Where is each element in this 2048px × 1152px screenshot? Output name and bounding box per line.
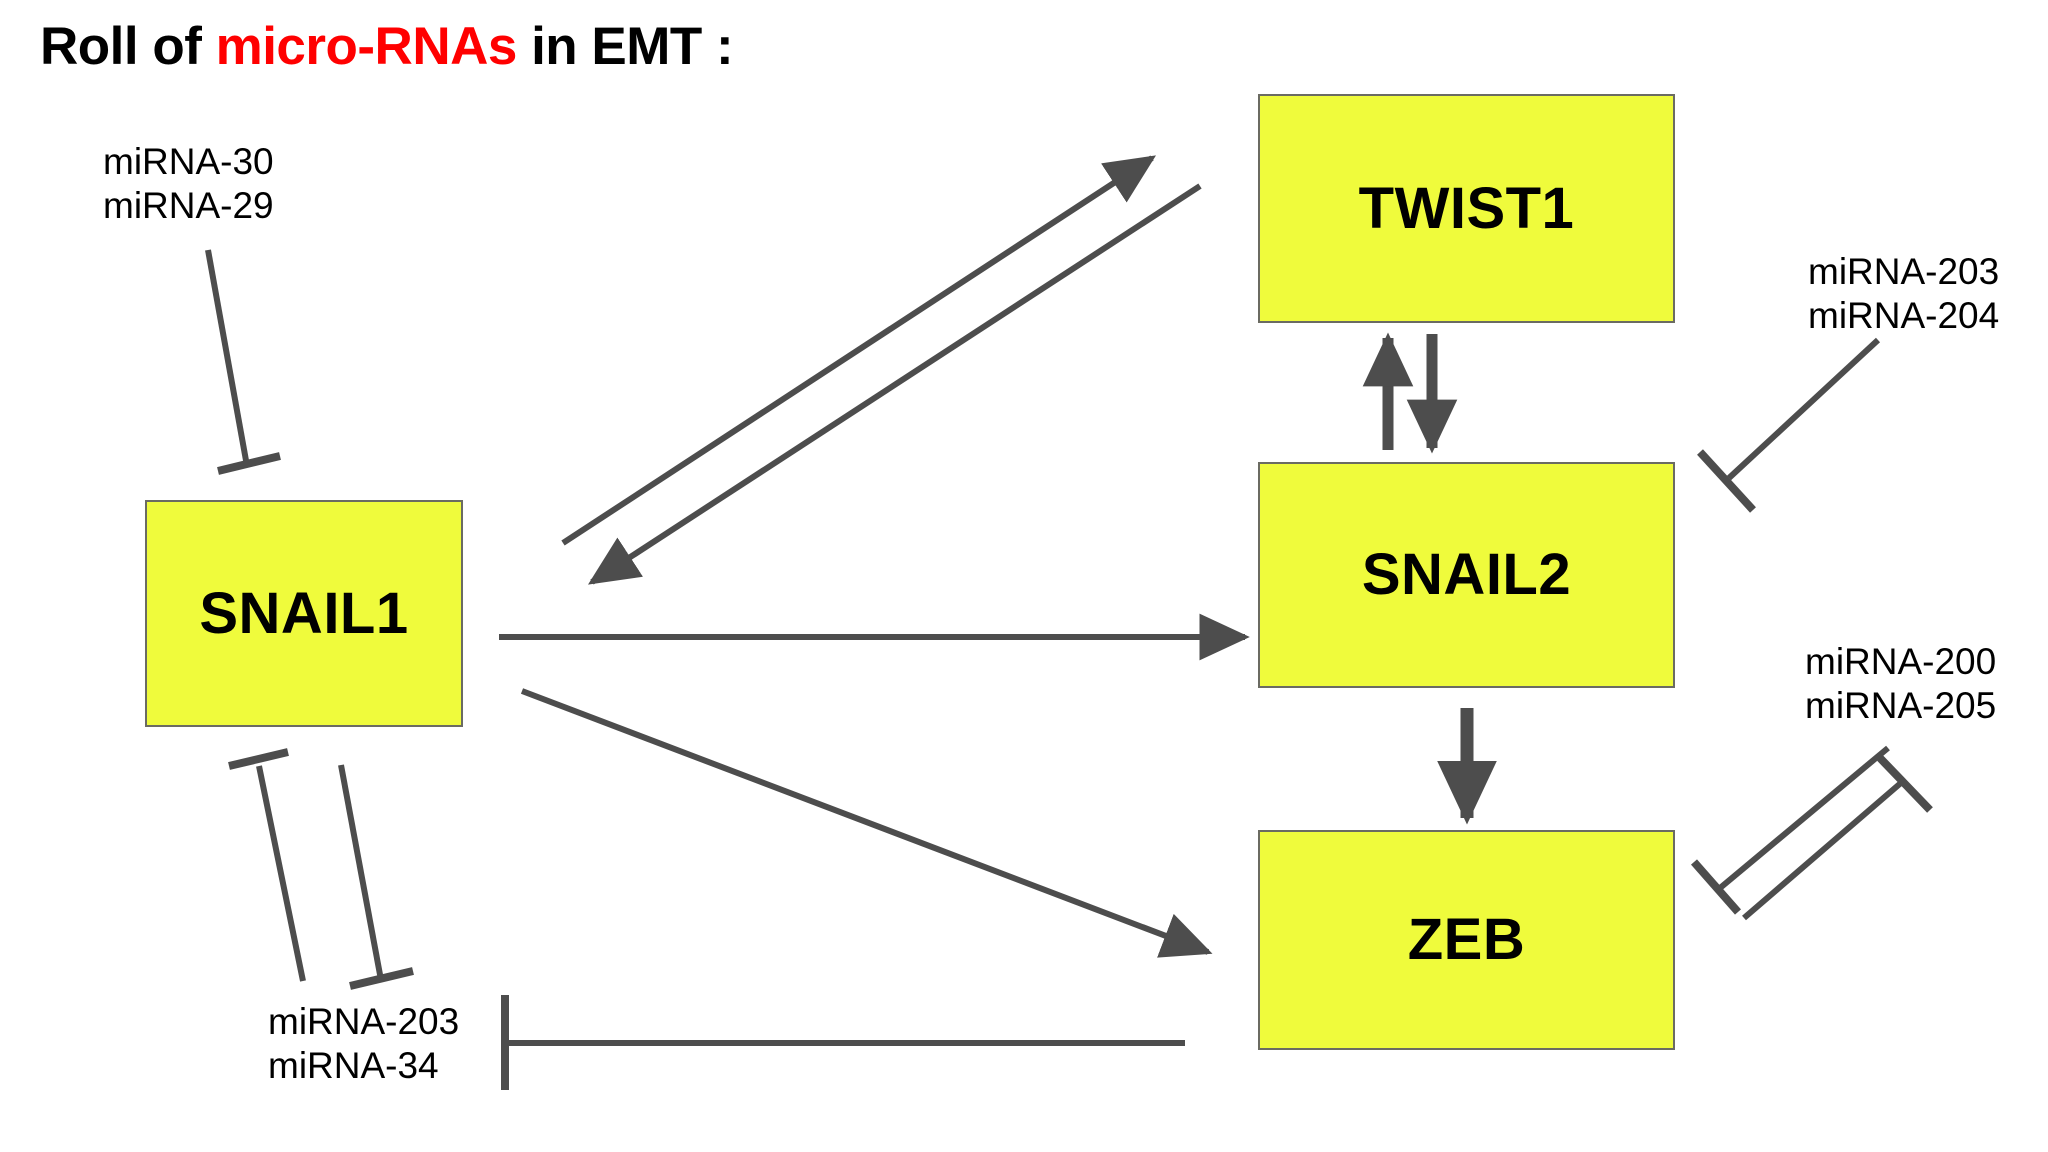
edge-mir205-inhibits-zeb — [1742, 755, 1933, 921]
edge-snail1-to-zeb — [520, 688, 1213, 958]
node-snail1-label: SNAIL1 — [199, 580, 409, 646]
mirna-label-bottom-right-line1: miRNA-200 — [1805, 641, 1997, 682]
edge-mir200-inhibits-zeb — [1690, 745, 1890, 915]
edge-mir203-inhibits-snail1 — [228, 748, 306, 982]
node-twist1[interactable]: TWIST1 — [1258, 94, 1675, 323]
mirna-label-top-left-line1: miRNA-30 — [103, 141, 274, 182]
mirna-label-bottom-left: miRNA-203 miRNA-34 — [268, 1000, 459, 1087]
mirna-label-bottom-left-line1: miRNA-203 — [268, 1001, 460, 1042]
title-accent: micro-RNAs — [215, 17, 518, 76]
node-snail2[interactable]: SNAIL2 — [1258, 462, 1675, 688]
mirna-label-bottom-right-line2: miRNA-205 — [1805, 684, 1997, 726]
node-zeb-label: ZEB — [1407, 907, 1526, 972]
mirna-label-top-right: miRNA-203 miRNA-204 — [1808, 250, 1999, 337]
mirna-label-top-left-line2: miRNA-29 — [103, 184, 274, 226]
node-twist1-label: TWIST1 — [1358, 175, 1575, 241]
edge-mir203-34-inhibits-zeb — [501, 995, 1185, 1090]
title-prefix: Roll of — [40, 17, 216, 76]
title-suffix: in EMT : — [516, 17, 734, 76]
node-snail2-label: SNAIL2 — [1361, 542, 1572, 607]
mirna-label-top-right-line1: miRNA-203 — [1808, 251, 2000, 292]
page-title: Roll of micro-RNAs in EMT : — [40, 16, 734, 77]
edge-mir30-29-inhibits-snail1 — [205, 249, 281, 475]
node-snail1[interactable]: SNAIL1 — [145, 500, 463, 727]
edge-mir34-inhibits-snail1 — [338, 764, 414, 990]
edge-twist1-to-snail1 — [587, 183, 1202, 585]
mirna-label-top-left: miRNA-30 miRNA-29 — [103, 140, 274, 227]
mirna-label-bottom-right: miRNA-200 miRNA-205 — [1805, 640, 1996, 727]
node-zeb[interactable]: ZEB — [1258, 830, 1675, 1050]
edge-mir203-204-inhibits-snail2 — [1697, 337, 1881, 513]
mirna-label-top-right-line2: miRNA-204 — [1808, 294, 2000, 336]
mirna-label-bottom-left-line2: miRNA-34 — [268, 1044, 439, 1086]
edge-snail1-to-twist1 — [561, 155, 1157, 546]
